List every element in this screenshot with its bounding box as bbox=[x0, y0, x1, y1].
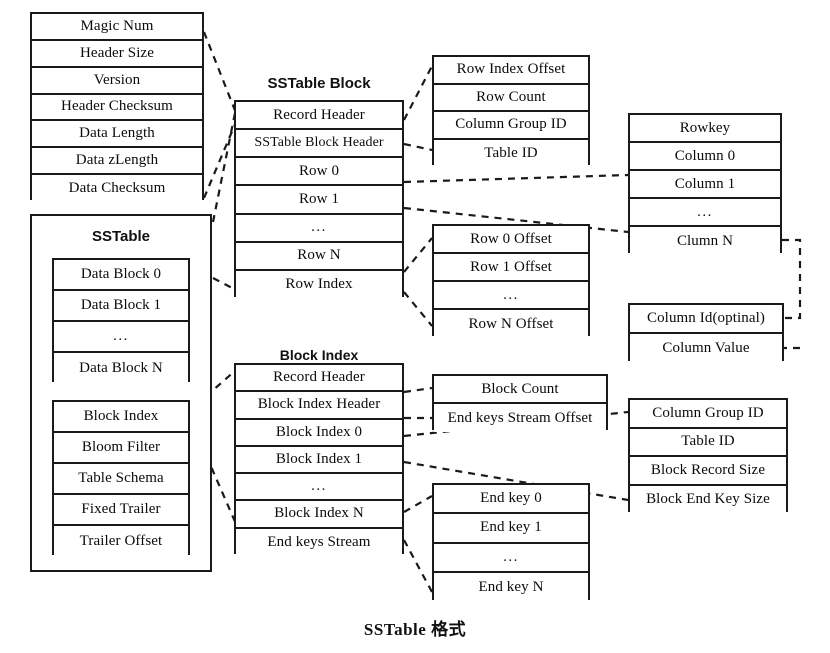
trailer-block-cell: Bloom Filter bbox=[54, 433, 188, 464]
field-cell: Data Length bbox=[32, 121, 202, 149]
data-block-cell: Data Block N bbox=[54, 353, 188, 384]
trailer-block-cell: Fixed Trailer bbox=[54, 495, 188, 526]
block-index-cell: Block Index N bbox=[236, 501, 402, 529]
field-cell: Data zLength bbox=[32, 148, 202, 176]
sstable-block-cell: Row 0 bbox=[236, 158, 402, 187]
block-header-field-cell: Row Index Offset bbox=[434, 57, 588, 85]
sstable-block-stack: Record Header SSTable Block Header Row 0… bbox=[234, 100, 404, 299]
column-detail-cell: Column Value bbox=[630, 334, 782, 363]
sstable-block-cell: SSTable Block Header bbox=[236, 130, 402, 159]
connector-sstable-to-block-top bbox=[211, 107, 238, 223]
block-index-entry-fields: Column Group ID Table ID Block Record Si… bbox=[628, 398, 788, 514]
block-index-cell-ellipsis: ... bbox=[236, 474, 402, 502]
data-block-cell: Data Block 0 bbox=[54, 260, 188, 291]
block-index-header-fields: Block Count End keys Stream Offset bbox=[432, 374, 608, 432]
connector-clumn-to-columndetail bbox=[782, 238, 802, 320]
row-offset-cell: Row 1 Offset bbox=[434, 254, 588, 282]
sstable-block-header-fields: Row Index Offset Row Count Column Group … bbox=[432, 55, 590, 167]
connector-datablock-to-sstableblock bbox=[212, 277, 237, 291]
row-detail-cell: Column 1 bbox=[630, 171, 780, 199]
block-index-header-cell: Block Count bbox=[434, 376, 606, 404]
sstable-block-cell-ellipsis: ... bbox=[236, 214, 402, 243]
row-detail-cell-ellipsis: ... bbox=[630, 199, 780, 227]
block-index-cell: Block Index 1 bbox=[236, 446, 402, 475]
end-key-cell: End key 0 bbox=[434, 485, 588, 515]
connector-endkeys-to-list-2 bbox=[403, 539, 433, 593]
diagram-caption: SSTable 格式 bbox=[363, 620, 467, 639]
field-cell: Version bbox=[32, 67, 202, 95]
block-index-entry-cell: Block Record Size bbox=[630, 457, 786, 486]
connector-row0-to-rowdetail bbox=[403, 173, 629, 184]
connector-blockheader-to-fields bbox=[403, 142, 433, 152]
block-header-field-cell: Table ID bbox=[434, 139, 588, 167]
row-offset-cell: Row N Offset bbox=[434, 310, 588, 338]
block-index-cell: Record Header bbox=[236, 365, 402, 393]
connector-recordheader-top bbox=[202, 31, 238, 114]
trailer-block-cell: Table Schema bbox=[54, 464, 188, 495]
row-offset-cell: Row 0 Offset bbox=[434, 226, 588, 254]
block-index-cell: Block Index Header bbox=[236, 392, 402, 420]
block-index-header-cell: End keys Stream Offset bbox=[434, 404, 606, 432]
column-detail-cell: Column Id(optinal) bbox=[630, 305, 782, 334]
block-index-entry-cell: Table ID bbox=[630, 428, 786, 457]
row-detail-cell: Clumn N bbox=[630, 227, 780, 255]
block-index-entry-cell: Block End Key Size bbox=[630, 485, 786, 514]
end-key-cell: End key 1 bbox=[434, 514, 588, 544]
sstable-data-blocks: Data Block 0 Data Block 1 ... Data Block… bbox=[52, 258, 190, 384]
connector-blockheader-to-fields-2 bbox=[403, 65, 433, 121]
trailer-block-cell: Trailer Offset bbox=[54, 526, 188, 557]
block-index-cell: Block Index 0 bbox=[236, 419, 402, 447]
connector-endkeys-to-list bbox=[403, 495, 433, 513]
sstable-block-title: SSTable Block bbox=[267, 75, 371, 92]
connector-rowindex-to-offsets bbox=[403, 237, 433, 273]
field-cell: Header Size bbox=[32, 40, 202, 68]
row-detail-cell: Column 0 bbox=[630, 143, 780, 171]
sstable-block-cell: Row 1 bbox=[236, 186, 402, 215]
record-header-fields: Magic Num Header Size Version Header Che… bbox=[30, 12, 204, 202]
row-detail-fields: Rowkey Column 0 Column 1 ... Clumn N bbox=[628, 113, 782, 255]
end-key-cell: End key N bbox=[434, 572, 588, 602]
block-index-cell: End keys Stream bbox=[236, 528, 402, 556]
block-header-field-cell: Row Count bbox=[434, 84, 588, 112]
sstable-trailer-blocks: Block Index Bloom Filter Table Schema Fi… bbox=[52, 400, 190, 557]
connector-recordheader-bottom bbox=[202, 121, 238, 199]
field-cell: Header Checksum bbox=[32, 94, 202, 122]
field-cell: Data Checksum bbox=[32, 175, 202, 202]
row-offset-cell-ellipsis: ... bbox=[434, 282, 588, 310]
sstable-block-cell: Row Index bbox=[236, 270, 402, 299]
block-header-field-cell: Column Group ID bbox=[434, 112, 588, 140]
field-cell: Magic Num bbox=[32, 14, 202, 41]
sstable-block-cell: Row N bbox=[236, 242, 402, 271]
end-keys-stream-fields: End key 0 End key 1 ... End key N bbox=[432, 483, 590, 602]
connector-bih-to-fields bbox=[403, 386, 433, 394]
block-index-title: Block Index bbox=[279, 347, 359, 363]
connector-rowindex-to-offsets-2 bbox=[403, 291, 433, 327]
end-key-cell-ellipsis: ... bbox=[434, 543, 588, 573]
block-index-stack: Record Header Block Index Header Block I… bbox=[234, 363, 404, 556]
block-index-entry-cell: Column Group ID bbox=[630, 400, 786, 429]
sstable-block-cell: Record Header bbox=[236, 102, 402, 131]
data-block-cell-ellipsis: ... bbox=[54, 322, 188, 353]
trailer-block-cell: Block Index bbox=[54, 402, 188, 433]
sstable-title: SSTable bbox=[91, 228, 151, 245]
row-detail-cell: Rowkey bbox=[630, 115, 780, 143]
row-index-offsets: Row 0 Offset Row 1 Offset ... Row N Offs… bbox=[432, 224, 590, 338]
data-block-cell: Data Block 1 bbox=[54, 291, 188, 322]
column-detail-fields: Column Id(optinal) Column Value bbox=[628, 303, 784, 363]
